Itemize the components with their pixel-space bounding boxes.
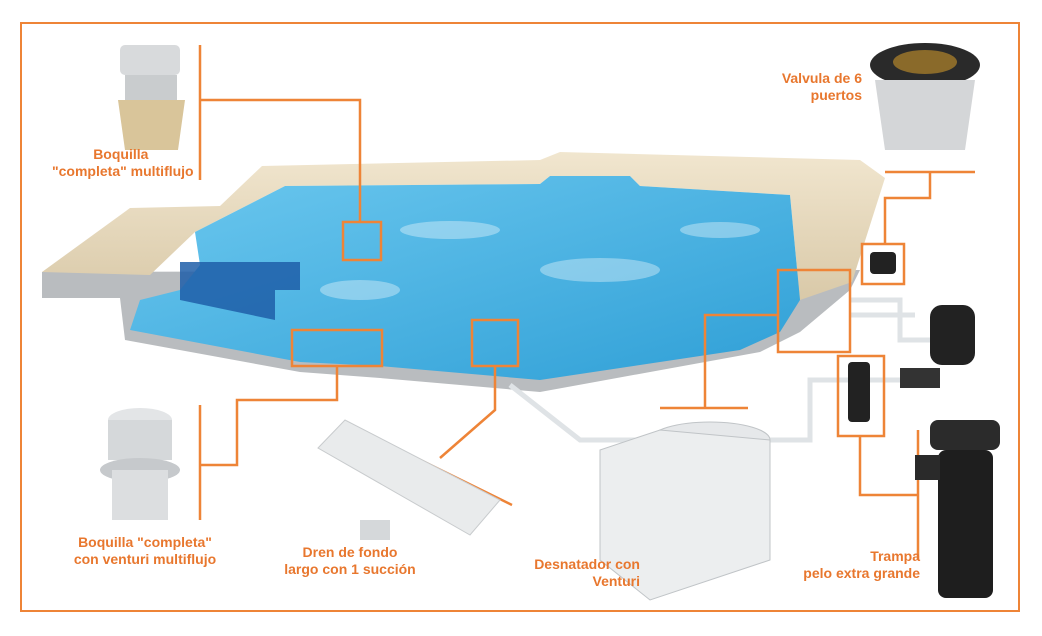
label-trampa: Trampa pelo extra grande — [780, 548, 920, 582]
label-valvula: Valvula de 6 puertos — [740, 70, 862, 104]
valvula-image — [870, 43, 980, 150]
label-line: Trampa — [870, 548, 920, 564]
desnatador-image — [599, 421, 771, 601]
label-line: largo con 1 succión — [284, 561, 416, 577]
label-line: Desnatador con — [534, 556, 640, 572]
label-boquilla-multiflujo: Boquilla "completa" multiflujo — [52, 146, 194, 180]
label-line: Boquilla — [93, 146, 149, 162]
label-line: "completa" multiflujo — [52, 163, 194, 179]
pool-deck — [42, 152, 885, 300]
trampa-image — [915, 420, 1000, 598]
label-line: pelo extra grande — [803, 565, 920, 581]
box-desnatador — [776, 268, 852, 354]
dren-image — [317, 419, 501, 540]
pool-steps — [180, 262, 300, 320]
boquilla-venturi-image — [100, 408, 180, 520]
label-line: Boquilla "completa" — [78, 534, 212, 550]
box-boquilla-multiflujo — [341, 220, 383, 262]
box-valvula — [860, 242, 906, 286]
label-line: Dren de fondo — [302, 544, 398, 560]
label-line: puertos — [810, 87, 862, 103]
label-line: con venturi multiflujo — [73, 551, 217, 567]
label-boquilla-venturi: Boquilla "completa" con venturi multiflu… — [55, 534, 235, 568]
label-line: Valvula de 6 — [781, 70, 862, 86]
boquilla-multiflujo-image — [118, 45, 185, 150]
small-valve-image — [848, 252, 896, 422]
filter-image — [900, 305, 975, 388]
frame — [20, 22, 1020, 612]
label-dren: Dren de fondo largo con 1 succión — [270, 544, 430, 578]
label-line: Venturi — [592, 573, 640, 589]
label-desnatador: Desnatador con Venturi — [510, 556, 640, 590]
